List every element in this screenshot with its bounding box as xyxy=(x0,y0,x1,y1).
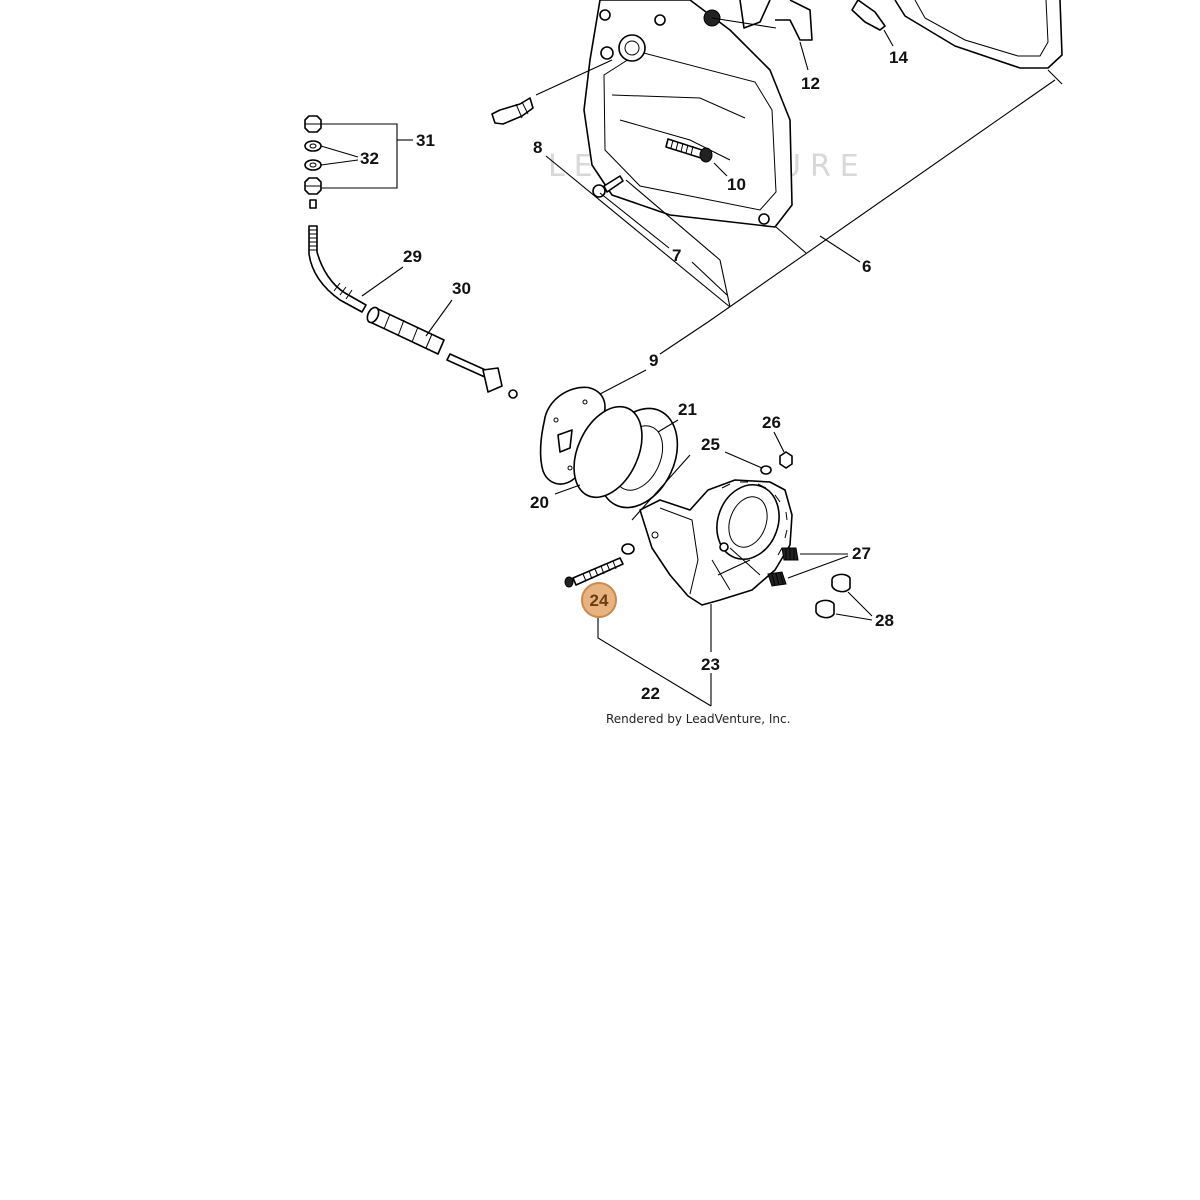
callout-24-highlight[interactable]: 24 xyxy=(581,582,617,618)
part-25-washer xyxy=(760,465,772,475)
callout-6[interactable]: 6 xyxy=(862,257,871,276)
callout-8[interactable]: 8 xyxy=(533,138,542,157)
callout-12[interactable]: 12 xyxy=(801,74,820,93)
part-32-washers xyxy=(304,140,322,171)
part-28-caps xyxy=(815,573,851,619)
callout-30[interactable]: 30 xyxy=(452,279,471,298)
highlight-circle xyxy=(581,582,617,618)
callout-31[interactable]: 31 xyxy=(416,131,435,150)
callout-22[interactable]: 22 xyxy=(641,684,660,703)
render-credit: Rendered by LeadVenture, Inc. xyxy=(606,712,790,726)
part-20-plate xyxy=(539,386,606,485)
callout-32[interactable]: 32 xyxy=(360,149,379,168)
part-27-springs xyxy=(767,547,799,587)
callout-14[interactable]: 14 xyxy=(889,48,908,67)
callout-24[interactable]: 24 xyxy=(590,591,609,610)
part-shaft-adjuster xyxy=(446,353,518,399)
callout-9[interactable]: 9 xyxy=(649,351,658,370)
part-8-fitting xyxy=(491,97,534,125)
callout-28[interactable]: 28 xyxy=(875,611,894,630)
callout-29[interactable]: 29 xyxy=(403,247,422,266)
callout-25[interactable]: 25 xyxy=(701,435,720,454)
part-30-sleeve xyxy=(366,306,445,355)
part-29-cable xyxy=(308,199,367,313)
callout-21[interactable]: 21 xyxy=(678,400,697,419)
part-31-nuts xyxy=(304,115,322,195)
callout-10[interactable]: 10 xyxy=(727,175,746,194)
callout-26[interactable]: 26 xyxy=(762,413,781,432)
part-21-ring xyxy=(573,405,679,509)
callout-27[interactable]: 27 xyxy=(852,544,871,563)
callout-20[interactable]: 20 xyxy=(530,493,549,512)
housing-part-6 xyxy=(583,0,1063,228)
part-23-bracket xyxy=(639,479,793,606)
part-7-screw xyxy=(592,175,624,198)
part-24-screw xyxy=(564,543,635,588)
callout-7[interactable]: 7 xyxy=(672,246,681,265)
part-26-nut xyxy=(779,451,793,469)
callout-23[interactable]: 23 xyxy=(701,655,720,674)
part-10-screw xyxy=(665,138,713,163)
